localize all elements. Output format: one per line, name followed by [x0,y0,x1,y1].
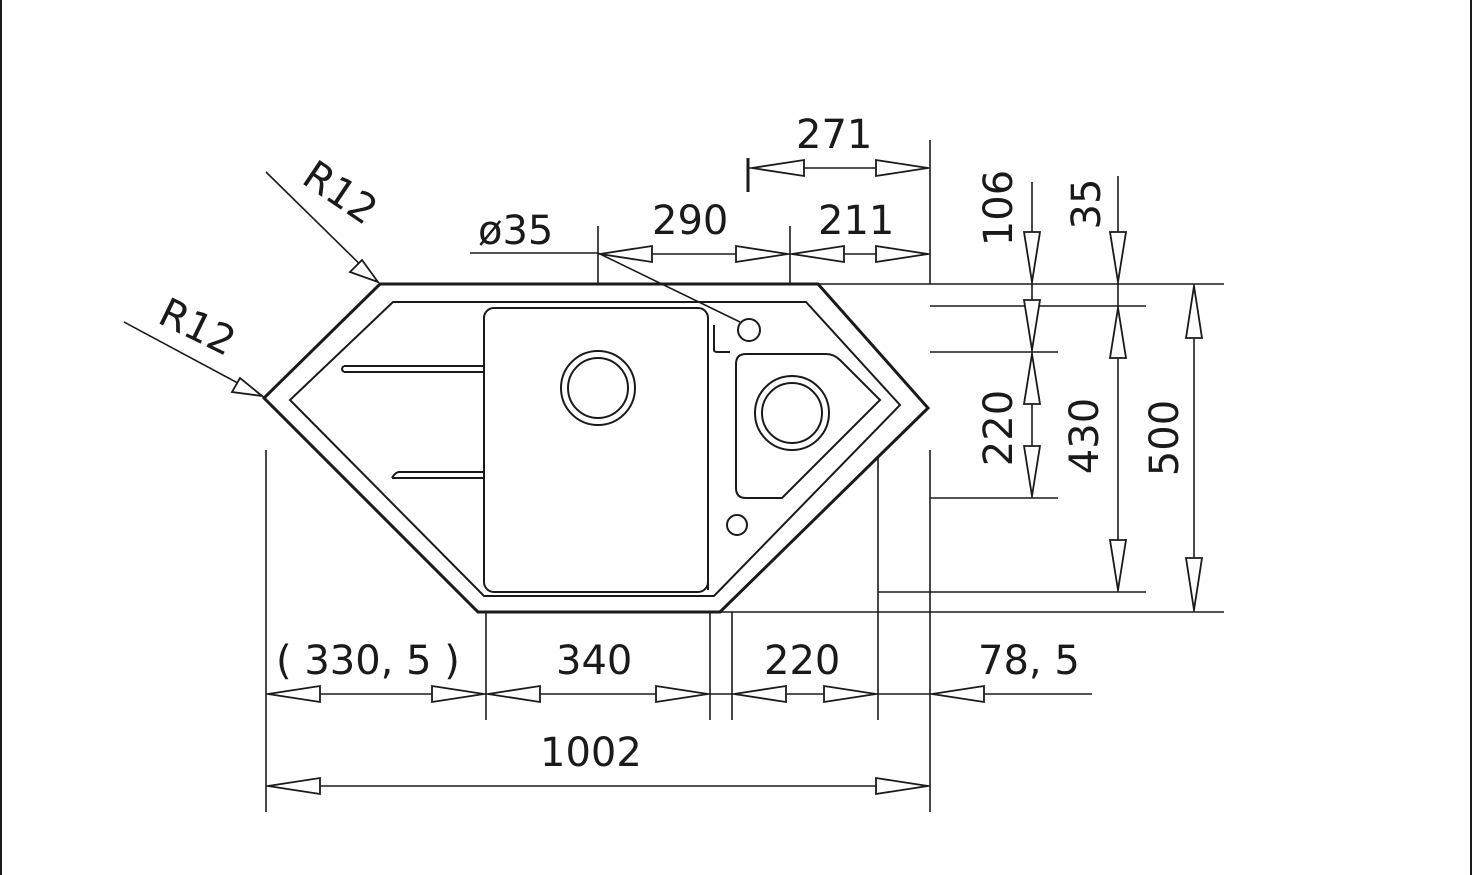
label-dia35: ø35 [478,208,553,254]
r12-left-arrow [230,376,266,398]
r12-top-arrow [348,258,381,284]
label-106: 106 [976,170,1022,246]
arrow-220-top [1022,353,1042,405]
main-bowl-drain-outer [560,350,636,426]
arrow-220-right [823,684,877,704]
arrow-271-left [751,158,805,178]
bowl-divider [707,318,730,590]
label-220-vertical: 220 [976,390,1022,466]
arrow-106-bottom [1022,231,1042,283]
label-35: 35 [1064,179,1110,230]
arrow-220-left [733,684,787,704]
label-500: 500 [1142,400,1188,476]
arrow-1002-left [267,776,321,796]
drainer-groove-bottom [391,471,484,479]
small-bowl [735,353,882,499]
label-330-5: ( 330, 5 ) [276,638,460,684]
sink-outer-outline [261,282,931,614]
drainer-groove-top [341,365,484,373]
arrow-220-top-upper [1022,299,1042,351]
label-r12-top: R12 [294,152,385,234]
small-bowl-drain-outer [754,375,830,451]
arrow-340-left [487,684,541,704]
main-bowl-drain-inner [567,357,629,419]
tap-hole [737,318,761,342]
arrow-330-left [267,684,321,704]
label-290: 290 [652,198,728,244]
arrow-290-right [735,244,789,264]
arrow-430-top [1108,307,1128,359]
arrow-211-right [875,244,929,264]
label-78-5: 78, 5 [978,638,1080,684]
label-271: 271 [796,112,872,158]
arrow-430-bottom [1108,539,1128,591]
arrow-1002-right [875,776,929,796]
dia35-leader [470,252,741,323]
overflow-hole [726,514,748,536]
label-211: 211 [818,198,894,244]
label-1002: 1002 [540,730,642,776]
arrow-220-bottom [1022,445,1042,497]
arrow-330-right [431,684,485,704]
label-430: 430 [1062,398,1108,474]
label-220-horizontal: 220 [764,638,840,684]
arrow-500-bottom [1184,557,1204,611]
arrow-35-bottom [1108,231,1128,283]
sink-inner-rim [288,301,902,597]
label-340: 340 [556,638,632,684]
arrow-290-left [599,244,653,264]
arrow-340-right [655,684,709,704]
arrow-78-5 [931,684,985,704]
arrow-211-left [791,244,845,264]
small-bowl-drain-inner [761,382,823,444]
arrow-271-right [875,158,929,178]
arrow-500-top [1184,285,1204,339]
label-r12-left: R12 [152,290,243,366]
